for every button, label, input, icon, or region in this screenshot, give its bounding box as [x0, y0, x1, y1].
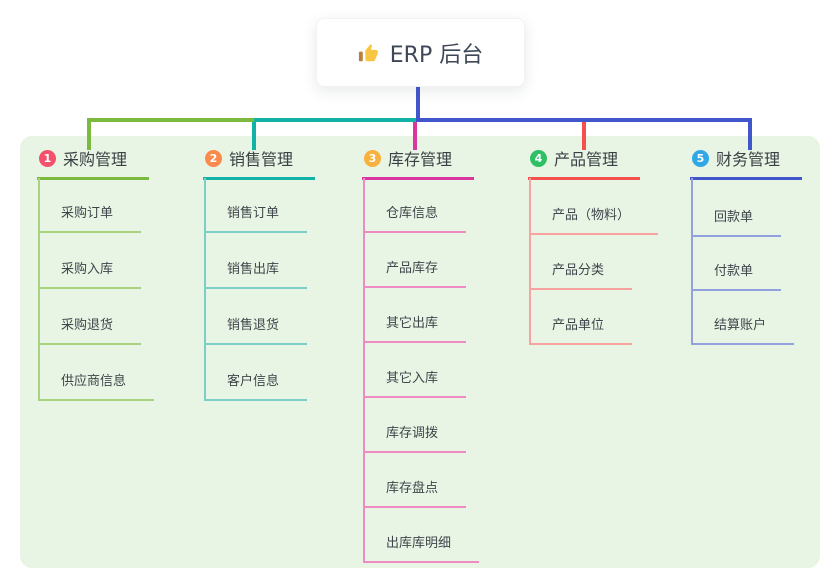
child-node[interactable]: 产品单位: [529, 318, 633, 345]
child-node[interactable]: 出库库明细: [363, 536, 480, 563]
child-node[interactable]: 采购入库: [38, 262, 142, 289]
child-node[interactable]: 结算账户: [691, 318, 795, 345]
branch-2: 2 销售管理销售订单销售出库销售退货客户信息: [203, 146, 315, 401]
child-node[interactable]: 采购退货: [38, 318, 142, 345]
branch-title: 库存管理: [388, 150, 453, 169]
child-node[interactable]: 其它入库: [363, 371, 467, 398]
root-connector-line: [416, 85, 420, 122]
branch-title: 财务管理: [716, 150, 781, 169]
branch-trunk-line: [204, 178, 206, 401]
branch-number-badge: 5: [692, 149, 709, 167]
branch-trunk-line: [691, 178, 693, 345]
connector-rail-line: [87, 118, 254, 122]
branch-node[interactable]: 5 财务管理: [690, 146, 802, 180]
child-node[interactable]: 客户信息: [204, 374, 308, 401]
branch-number-badge: 3: [364, 149, 381, 167]
branch-trunk-line: [363, 178, 365, 563]
child-node[interactable]: 产品分类: [529, 263, 633, 290]
branch-number-badge: 2: [205, 149, 222, 167]
branch-4: 4 产品管理产品（物料） 产品分类产品单位: [528, 146, 659, 345]
branch-trunk-line: [38, 178, 40, 401]
child-node[interactable]: 回款单: [691, 210, 782, 237]
branch-title: 销售管理: [229, 150, 294, 169]
child-node[interactable]: 销售出库: [204, 262, 308, 289]
branch-3: 3 库存管理仓库信息产品库存其它出库其它入库库存调拨库存盘点出库库明细: [362, 146, 480, 563]
thumbs-up-icon: [358, 42, 380, 64]
child-node[interactable]: 库存盘点: [363, 481, 467, 508]
child-node[interactable]: 其它出库: [363, 316, 467, 343]
branch-title: 产品管理: [554, 150, 619, 169]
branch-5: 5 财务管理回款单付款单结算账户: [690, 146, 802, 345]
branch-node[interactable]: 2 销售管理: [203, 146, 315, 180]
branch-title: 采购管理: [63, 150, 128, 169]
branch-1: 1 采购管理采购订单采购入库采购退货供应商信息: [37, 146, 155, 401]
child-node[interactable]: 供应商信息: [38, 374, 155, 401]
connector-drop-line: [748, 120, 752, 150]
branch-number-badge: 4: [530, 149, 547, 167]
root-label: ERP 后台: [389, 42, 484, 68]
child-node[interactable]: 产品（物料）: [529, 208, 659, 235]
child-node[interactable]: 库存调拨: [363, 426, 467, 453]
child-node[interactable]: 付款单: [691, 264, 782, 291]
branch-node[interactable]: 3 库存管理: [362, 146, 474, 180]
child-node[interactable]: 仓库信息: [363, 206, 467, 233]
child-node[interactable]: 销售订单: [204, 206, 308, 233]
connector-drop-line: [252, 120, 256, 150]
connector-rail-line: [416, 118, 752, 122]
child-node[interactable]: 销售退货: [204, 318, 308, 345]
child-node[interactable]: 采购订单: [38, 206, 142, 233]
branch-trunk-line: [529, 178, 531, 345]
branch-node[interactable]: 4 产品管理: [528, 146, 640, 180]
connector-drop-line: [413, 120, 417, 150]
connector-drop-line: [87, 120, 91, 150]
connector-rail-line: [254, 118, 416, 122]
branch-panel: [20, 136, 820, 568]
branch-number-badge: 1: [39, 149, 56, 167]
root-node[interactable]: ERP 后台: [316, 18, 525, 87]
child-node[interactable]: 产品库存: [363, 261, 467, 288]
branch-node[interactable]: 1 采购管理: [37, 146, 149, 180]
connector-drop-line: [582, 120, 586, 150]
